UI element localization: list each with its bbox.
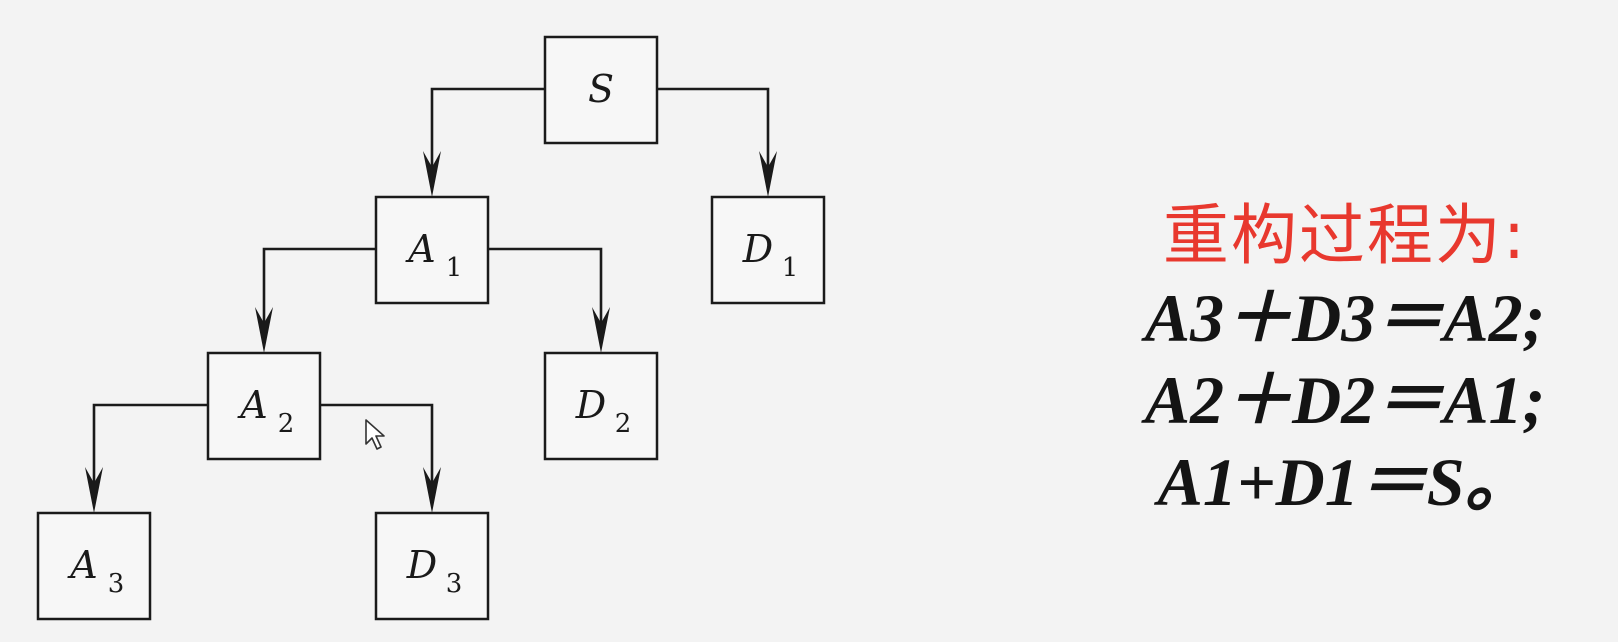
- svg-text:S: S: [588, 67, 614, 111]
- arrowhead-icon: [423, 467, 441, 513]
- svg-text:2: 2: [615, 409, 632, 439]
- svg-text:1: 1: [446, 253, 463, 283]
- svg-text:A: A: [237, 383, 267, 427]
- edge-a1-d2: [488, 247, 610, 353]
- node-s: S: [543, 35, 659, 145]
- arrowhead-icon: [85, 467, 103, 513]
- mouse-pointer-icon: [365, 419, 385, 450]
- svg-text:D: D: [406, 543, 437, 587]
- svg-text:A: A: [67, 543, 97, 587]
- arrowhead-icon: [759, 151, 777, 197]
- svg-text:D: D: [742, 227, 773, 271]
- svg-text:3: 3: [446, 569, 463, 599]
- edge-s-d1: [657, 87, 777, 197]
- equation-line-1: A3＋D3＝A2;: [1144, 280, 1546, 356]
- svg-text:3: 3: [108, 569, 125, 599]
- edge-a1-a2: [255, 247, 376, 353]
- equation-line-2: A2＋D2＝A1;: [1144, 362, 1546, 438]
- svg-text:1: 1: [782, 253, 799, 283]
- edge-s-a1: [423, 87, 545, 197]
- svg-text:2: 2: [278, 409, 295, 439]
- equation-line-3: A1+D1＝S。: [1157, 444, 1533, 520]
- reconstruction-title: 重构过程为:: [1162, 197, 1528, 274]
- edge-a2-a3: [85, 403, 208, 513]
- arrowhead-icon: [423, 151, 441, 197]
- svg-text:D: D: [575, 383, 606, 427]
- arrowhead-icon: [592, 307, 610, 353]
- svg-text:A: A: [405, 227, 435, 271]
- arrowhead-icon: [255, 307, 273, 353]
- reconstruction-panel: 重构过程为: A3＋D3＝A2; A2＋D2＝A1; A1+D1＝S。: [1085, 195, 1605, 523]
- edges-layer: [85, 87, 777, 513]
- edge-a2-d3: [320, 403, 441, 513]
